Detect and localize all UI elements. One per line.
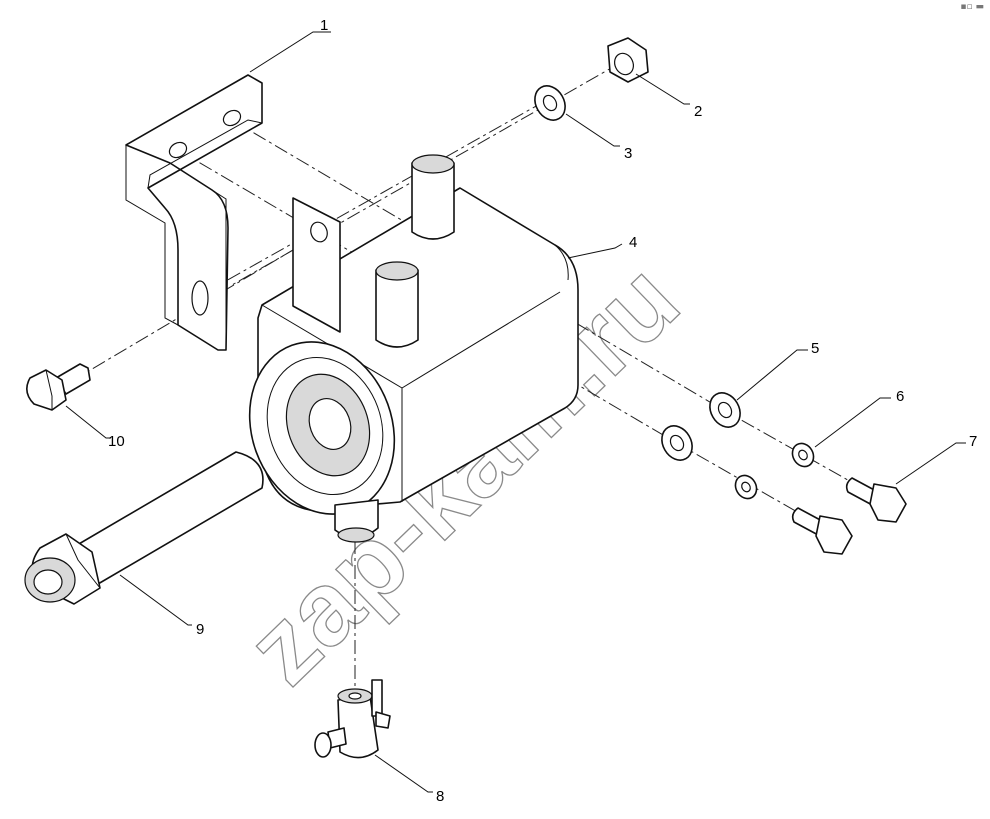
callout-10: 10 [108, 433, 125, 450]
part-4-housing [248, 154, 579, 543]
part-5-washers [661, 392, 741, 461]
part-8-drain-valve [314, 679, 391, 759]
part-3-washer [534, 85, 566, 121]
callout-7: 7 [969, 433, 977, 450]
part-7-bolts [791, 477, 907, 555]
leader-lines [65, 31, 966, 793]
corner-mark: ▪▫ ▬ [960, 2, 984, 12]
callout-5: 5 [811, 340, 819, 357]
part-6-spring-washers [734, 442, 815, 500]
part-2-nut [607, 37, 649, 83]
callout-labels: 1 2 3 4 5 6 7 8 9 10 [108, 17, 977, 805]
callout-4: 4 [629, 234, 637, 251]
callout-1: 1 [320, 17, 328, 34]
callout-3: 3 [624, 145, 632, 162]
callout-9: 9 [196, 621, 204, 638]
part-1-bracket [125, 74, 263, 351]
callout-8: 8 [436, 788, 444, 805]
part-10-bolt [26, 363, 91, 411]
callout-6: 6 [896, 388, 904, 405]
callout-2: 2 [694, 103, 702, 120]
part-9-pin [24, 451, 264, 605]
